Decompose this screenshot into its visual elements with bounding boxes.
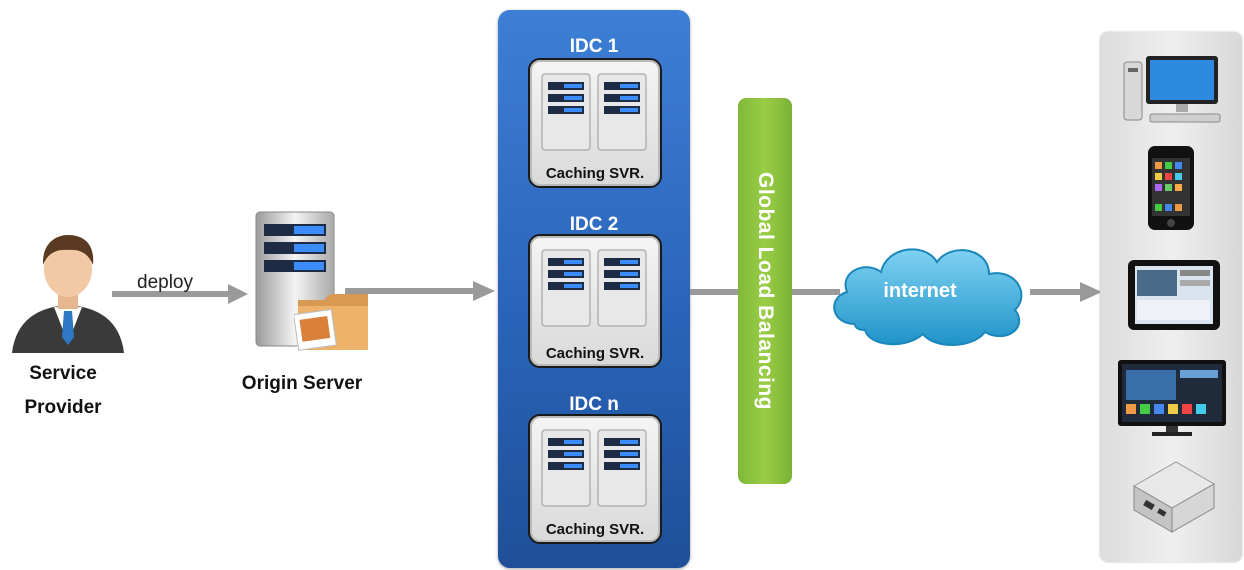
cloud-icon bbox=[833, 248, 1023, 346]
desktop-computer-icon bbox=[1123, 56, 1221, 123]
origin-to-idc-arrow bbox=[345, 281, 495, 301]
cloud-to-devices-arrow bbox=[1030, 282, 1102, 302]
service-provider: Service Provider bbox=[8, 225, 128, 425]
tablet-icon bbox=[1128, 260, 1220, 330]
folder-icon bbox=[294, 294, 368, 351]
smartphone-icon bbox=[1148, 146, 1194, 230]
glb-to-cloud-line bbox=[792, 289, 840, 295]
client-devices-panel bbox=[1100, 32, 1242, 562]
smart-tv-icon bbox=[1118, 360, 1226, 436]
idc-n-title: IDC n bbox=[569, 394, 619, 415]
deploy-label: deploy bbox=[137, 272, 193, 293]
idc-n-server-label: Caching SVR. bbox=[545, 521, 645, 538]
idc-1-title: IDC 1 bbox=[569, 36, 619, 57]
idc-2-title: IDC 2 bbox=[569, 214, 619, 235]
idc-panel: IDC 1 Caching SVR. IDC 2 Caching SVR. ID… bbox=[498, 10, 690, 568]
global-load-balancing-bar: Global Load Balancing bbox=[738, 98, 792, 484]
set-top-box-icon bbox=[1132, 461, 1216, 533]
provider-label-line1: Service bbox=[29, 363, 97, 384]
deploy-arrow bbox=[112, 284, 248, 304]
server-pair-icon bbox=[541, 429, 647, 507]
internet-label: internet bbox=[883, 280, 957, 302]
server-icon bbox=[255, 211, 335, 347]
idc-to-glb-line bbox=[690, 289, 738, 295]
server-pair-icon bbox=[541, 73, 647, 151]
person-icon bbox=[12, 235, 124, 353]
glb-label: Global Load Balancing bbox=[754, 171, 777, 411]
idc-2-caching-server: Caching SVR. bbox=[528, 234, 662, 368]
origin-server-label: Origin Server bbox=[241, 373, 363, 394]
origin-server bbox=[250, 210, 375, 355]
idc-1-caching-server: Caching SVR. bbox=[528, 58, 662, 188]
server-pair-icon bbox=[541, 249, 647, 327]
idc-n-caching-server: Caching SVR. bbox=[528, 414, 662, 544]
internet-cloud: internet bbox=[825, 232, 1035, 352]
provider-label-line2: Provider bbox=[24, 397, 102, 418]
idc-1-server-label: Caching SVR. bbox=[545, 165, 645, 182]
idc-2-server-label: Caching SVR. bbox=[545, 345, 645, 362]
